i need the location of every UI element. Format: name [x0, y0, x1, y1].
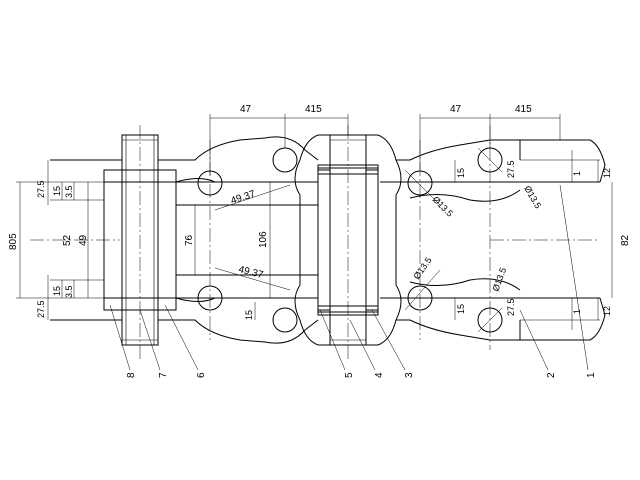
hole-mid-bottom [272, 307, 298, 333]
part-label-1: 1 [586, 372, 597, 378]
dim-right-12-top: 12 [602, 168, 612, 178]
dim-inner-49: 49 [78, 234, 89, 246]
dim-pitch-right: 47 [450, 104, 462, 115]
part-label-2: 2 [546, 372, 557, 378]
part-label-4: 4 [374, 372, 385, 378]
dim-hole-135-c: Ø13.5 [522, 184, 543, 210]
dim-pitch-left: 47 [240, 104, 252, 115]
part-label-5: 5 [344, 372, 355, 378]
dim-right-1-bottom: 1 [572, 309, 582, 314]
hole-right-bottom [407, 285, 433, 311]
dim-plate-15-bottom: 15 [52, 286, 62, 296]
part-label-3: 3 [404, 372, 415, 378]
dim-overall-height: 805 [8, 233, 19, 250]
part-label-8: 8 [126, 372, 137, 378]
dim-plate-15-top: 15 [52, 186, 62, 196]
dim-hole-135-d: Ø13.5 [490, 266, 508, 292]
dim-hole-135-b: Ø13.5 [411, 255, 433, 281]
hole-mid-top [272, 147, 298, 173]
dim-offset-left: 415 [305, 104, 322, 115]
dim-right-275-top: 27.5 [506, 160, 516, 178]
dim-mid-15-top: 15 [456, 168, 466, 178]
dim-right-275-bottom: 27.5 [506, 298, 516, 316]
dim-plate-35-top: 3.5 [64, 185, 74, 198]
dim-radius-4937-top: 49.37 [230, 189, 258, 207]
part-label-7: 7 [158, 372, 169, 378]
dim-plate-bottom-275: 27.5 [36, 300, 46, 318]
holes [197, 147, 503, 333]
center-lines [30, 125, 600, 360]
dim-right-82: 82 [620, 234, 631, 246]
hole-left-bottom [197, 285, 223, 311]
left-link-plate [175, 136, 319, 344]
dim-mid-15-bottom: 15 [456, 304, 466, 314]
dim-plate-106: 106 [258, 231, 269, 248]
dim-offset-right: 415 [515, 104, 532, 115]
dim-inner-52: 52 [62, 234, 73, 246]
part-numbers: 8 7 6 5 4 3 2 1 [126, 372, 597, 378]
hole-far-bottom [477, 307, 503, 333]
dim-plate-top-275: 27.5 [36, 180, 46, 198]
part-label-6: 6 [196, 372, 207, 378]
dim-plate-76: 76 [184, 234, 195, 246]
dim-lower-left-15: 15 [244, 310, 254, 320]
dimension-lines [16, 114, 613, 371]
dim-hole-135-a: Ø13.5 [431, 194, 455, 218]
dim-right-1-top: 1 [572, 171, 582, 176]
hole-right-top [407, 170, 433, 196]
dimension-texts: 47 415 47 415 805 27.5 27.5 15 3.5 15 3.… [8, 104, 631, 320]
dim-right-12-bottom: 12 [602, 306, 612, 316]
dim-plate-35-bottom: 3.5 [64, 285, 74, 298]
